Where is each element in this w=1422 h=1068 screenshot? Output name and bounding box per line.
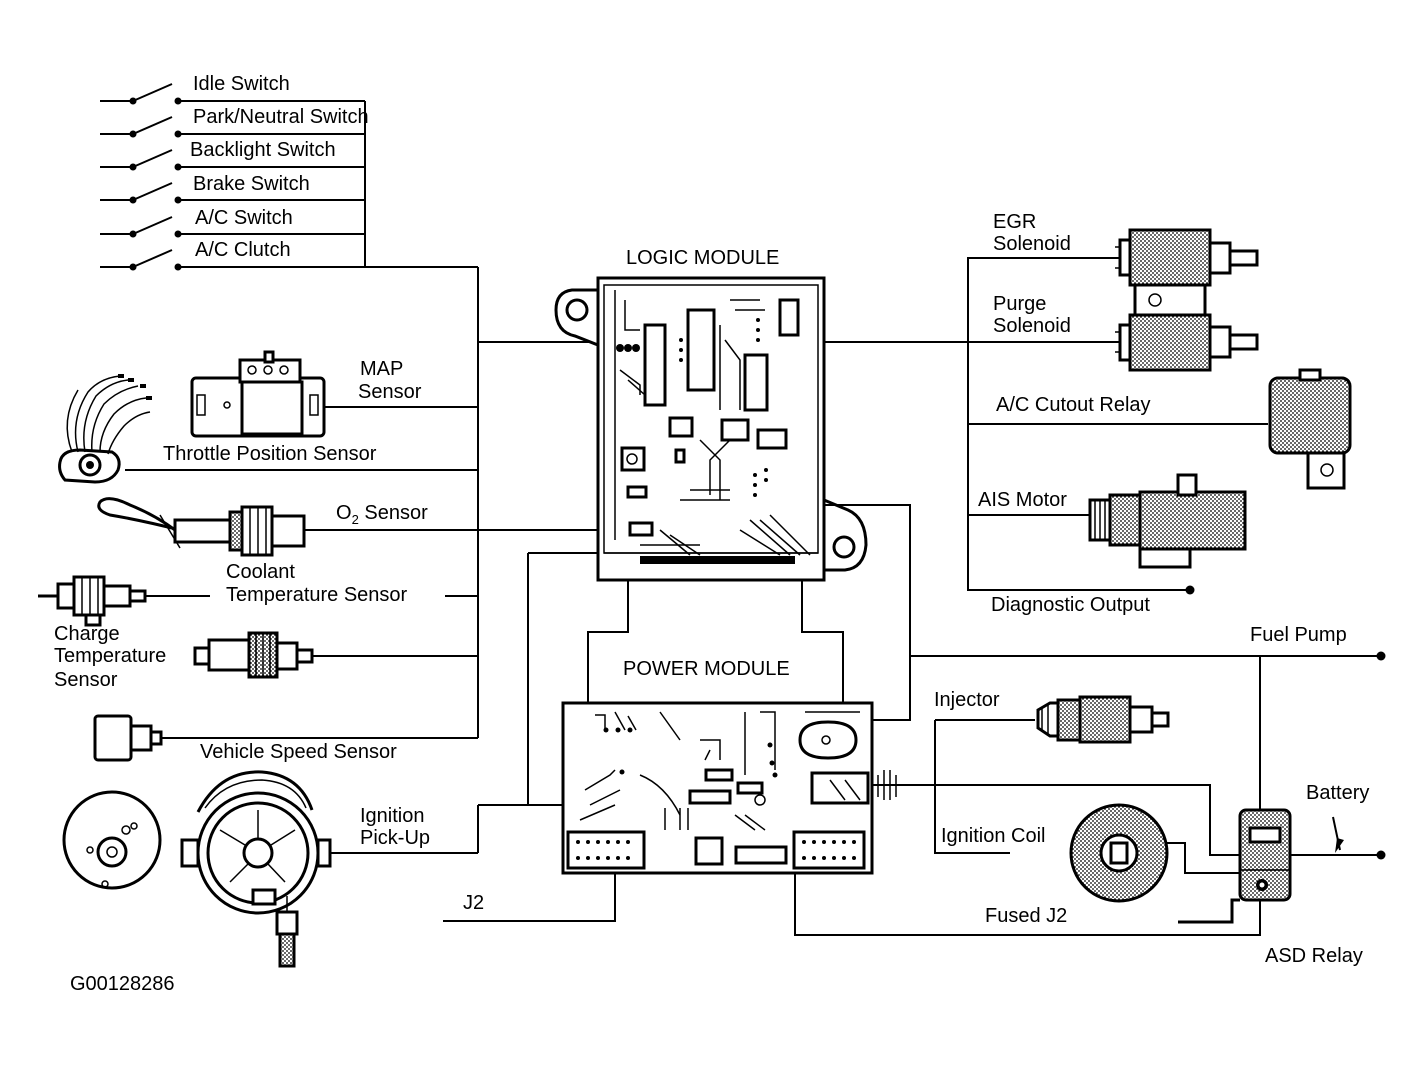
o2-subscript: 2 bbox=[351, 512, 359, 527]
input-bus bbox=[125, 267, 598, 854]
label-ignition-line1: Ignition bbox=[360, 805, 425, 827]
label-ac-clutch: A/C Clutch bbox=[195, 239, 291, 261]
label-ignition-line2: Pick-Up bbox=[360, 827, 431, 849]
output-bus bbox=[824, 257, 1268, 591]
terminal-dots bbox=[1185, 585, 1386, 860]
ais-motor-icon bbox=[1088, 473, 1247, 569]
injector-icon bbox=[1036, 695, 1170, 744]
fuse-hatch bbox=[877, 770, 897, 800]
vehicle-speed-sensor-icon bbox=[93, 714, 163, 762]
ignition-pickup-icon bbox=[180, 770, 332, 968]
o2-word: Sensor bbox=[358, 502, 428, 524]
label-charge-line3: Sensor bbox=[54, 669, 118, 691]
purge-solenoid-icon bbox=[1115, 313, 1259, 372]
label-o2-sensor: O2 Sensor bbox=[336, 502, 428, 531]
label-injector: Injector bbox=[934, 689, 1000, 711]
label-idle-switch: Idle Switch bbox=[193, 73, 290, 95]
label-backlight-switch: Backlight Switch bbox=[190, 139, 336, 161]
label-purge-line2: Solenoid bbox=[993, 315, 1071, 337]
label-coolant-line1: Coolant bbox=[226, 561, 295, 583]
charge-temperature-sensor-icon bbox=[193, 631, 314, 679]
egr-solenoid-icon bbox=[1115, 228, 1259, 317]
map-sensor-icon bbox=[190, 350, 326, 438]
figure-id: G00128286 bbox=[70, 973, 175, 995]
label-diagnostic-output: Diagnostic Output bbox=[991, 594, 1150, 616]
label-park-neutral-switch: Park/Neutral Switch bbox=[193, 106, 369, 128]
asd-relay-icon bbox=[1178, 808, 1292, 924]
label-fused-j2: Fused J2 bbox=[985, 905, 1068, 927]
battery-arrow-icon bbox=[1335, 838, 1344, 853]
throttle-position-sensor-icon bbox=[58, 374, 152, 484]
o2-symbol: O bbox=[336, 502, 352, 524]
label-j2: J2 bbox=[463, 892, 485, 914]
label-ac-switch: A/C Switch bbox=[195, 207, 293, 229]
label-charge-line2: Temperature bbox=[54, 645, 167, 667]
label-ignition-coil: Ignition Coil bbox=[941, 825, 1046, 847]
o2-sensor-icon bbox=[97, 497, 306, 557]
label-ais-motor: AIS Motor bbox=[978, 489, 1067, 511]
label-ac-cutout-relay: A/C Cutout Relay bbox=[996, 394, 1151, 416]
label-fuel-pump: Fuel Pump bbox=[1250, 624, 1347, 646]
label-throttle-position-sensor: Throttle Position Sensor bbox=[163, 443, 377, 465]
label-logic-module: LOGIC MODULE bbox=[626, 247, 780, 269]
switch-bank bbox=[100, 83, 478, 271]
logic-module bbox=[554, 276, 868, 582]
label-map-sensor-line1: MAP bbox=[360, 358, 404, 380]
label-map-sensor-line2: Sensor bbox=[358, 381, 422, 403]
label-purge-line1: Purge bbox=[993, 293, 1047, 315]
label-egr-line1: EGR bbox=[993, 211, 1037, 233]
label-vehicle-speed-sensor: Vehicle Speed Sensor bbox=[200, 741, 397, 763]
label-brake-switch: Brake Switch bbox=[193, 173, 310, 195]
distributor-plate-icon bbox=[62, 790, 162, 890]
ac-cutout-relay-icon bbox=[1268, 368, 1352, 490]
power-outputs bbox=[443, 656, 1381, 936]
label-egr-line2: Solenoid bbox=[993, 233, 1071, 255]
module-links bbox=[587, 504, 1381, 721]
power-module bbox=[561, 701, 874, 875]
label-coolant-line2: Temperature Sensor bbox=[226, 584, 408, 606]
label-asd-relay: ASD Relay bbox=[1265, 945, 1363, 967]
label-power-module: POWER MODULE bbox=[623, 658, 790, 680]
label-battery: Battery bbox=[1306, 782, 1370, 804]
ignition-coil-icon bbox=[1069, 803, 1169, 903]
label-charge-line1: Charge bbox=[54, 623, 120, 645]
coolant-temperature-sensor-icon bbox=[38, 575, 147, 627]
